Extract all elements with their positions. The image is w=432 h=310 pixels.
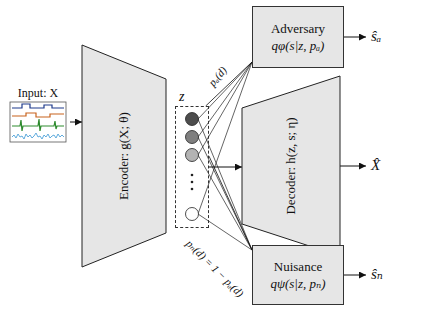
weight-line bbox=[206, 62, 252, 106]
decoder-trapezoid: Decoder: h(z, s; η) bbox=[242, 76, 340, 256]
edge-label: pₐ(d) bbox=[205, 62, 231, 90]
formula: qψ(s|z, pₙ) bbox=[270, 275, 325, 292]
edge-label: pₙ(d) = 1 − pₐ(d) bbox=[182, 235, 248, 301]
trapezoid-shape bbox=[82, 45, 166, 267]
output-arrow bbox=[340, 166, 366, 167]
signal-trace bbox=[12, 113, 64, 117]
signal-trace bbox=[12, 119, 64, 131]
box-title: Adversary bbox=[271, 20, 325, 37]
formula: qφ(s|z, pₐ) bbox=[272, 37, 325, 54]
adversary-box: Adversaryqφ(s|z, pₐ) bbox=[252, 6, 344, 68]
latent-unit bbox=[186, 131, 199, 144]
latent-unit bbox=[186, 149, 199, 162]
input-label: Input: X bbox=[6, 86, 70, 100]
signal-trace bbox=[12, 133, 64, 139]
box-title: Nuisance bbox=[274, 258, 322, 275]
output-symbol: X̂ bbox=[371, 156, 380, 174]
latent-unit bbox=[186, 208, 199, 221]
latent-box: z bbox=[175, 106, 209, 228]
ellipsis-dot bbox=[191, 181, 194, 184]
flow-arrow bbox=[70, 122, 82, 123]
output-symbol: ŝₙ bbox=[371, 265, 383, 283]
output-symbol: ŝₐ bbox=[371, 27, 381, 45]
output-arrow bbox=[344, 275, 366, 276]
ellipsis-dot bbox=[191, 188, 194, 191]
latent-unit bbox=[186, 113, 199, 126]
block-title: Encoder: g(X; θ) bbox=[116, 112, 132, 200]
plot-frame bbox=[10, 102, 66, 142]
nuisance-box: Nuisanceqψ(s|z, pₙ) bbox=[252, 245, 344, 305]
output-arrow bbox=[344, 37, 366, 38]
input-panel: Input: X bbox=[6, 86, 70, 146]
latent-label: z bbox=[179, 89, 184, 105]
block-title: Decoder: h(z, s; η) bbox=[283, 117, 299, 214]
signal-trace bbox=[12, 104, 64, 108]
trapezoid-shape bbox=[242, 76, 340, 256]
ellipsis-dot bbox=[191, 174, 194, 177]
encoder-trapezoid: Encoder: g(X; θ) bbox=[82, 45, 166, 267]
